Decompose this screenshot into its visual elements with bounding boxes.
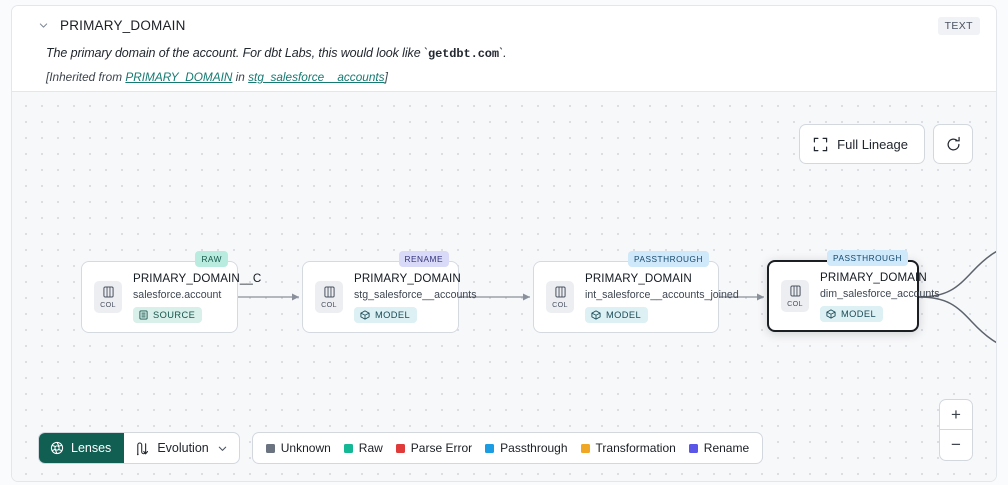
column-icon: COL: [94, 281, 122, 313]
node-title-3: PRIMARY_DOMAIN: [820, 270, 927, 284]
node-subtitle-1: stg_salesforce__accounts: [354, 288, 477, 301]
lens-icon: [50, 441, 64, 455]
node-title-1: PRIMARY_DOMAIN: [354, 271, 461, 285]
evolution-icon: [137, 441, 149, 455]
legend-item-unknown: Unknown: [265, 441, 331, 455]
lineage-edges: [238, 250, 996, 344]
legend-label-parse-error: Parse Error: [410, 441, 473, 455]
node-tag-3: PASSTHROUGH: [827, 250, 908, 266]
inherited-from-note: [Inherited from PRIMARY_DOMAIN in stg_sa…: [28, 61, 980, 84]
legend-item-passthrough: Passthrough: [485, 441, 568, 455]
edge-out-lower: [918, 296, 996, 344]
canvas-controls: Full Lineage: [799, 124, 973, 164]
lineage-canvas[interactable]: RAW COL PRIMARY_DOMAIN__C salesforce.acc…: [12, 91, 996, 481]
legend-label-unknown: Unknown: [280, 441, 331, 455]
expand-icon: [813, 137, 828, 151]
inherited-column-link[interactable]: PRIMARY_DOMAIN: [125, 70, 233, 84]
refresh-icon: [947, 136, 960, 150]
legend-swatch-passthrough: [485, 443, 495, 453]
node-kind-chip-0: SOURCE: [133, 306, 203, 323]
model-icon: [360, 309, 370, 320]
edge-out-upper: [918, 250, 996, 298]
legend-label-transformation: Transformation: [595, 441, 676, 455]
page-title: PRIMARY_DOMAIN: [60, 17, 186, 33]
node-kind-chip-1: MODEL: [354, 306, 418, 323]
inherited-model-link[interactable]: stg_salesforce__accounts: [248, 70, 385, 84]
node-title-0: PRIMARY_DOMAIN__C: [133, 271, 262, 285]
node-kind-chip-2: MODEL: [585, 306, 649, 323]
legend-label-passthrough: Passthrough: [500, 441, 568, 455]
lineage-node-2[interactable]: PASSTHROUGH COL PRIMARY_DOMAIN int_sales…: [533, 251, 739, 333]
column-icon: COL: [546, 281, 574, 313]
zoom-in-button[interactable]: +: [940, 400, 972, 430]
legend-swatch-unknown: [265, 443, 275, 453]
node-kind-label-3: MODEL: [841, 308, 877, 319]
legend-swatch-rename: [688, 443, 698, 453]
node-kind-label-2: MODEL: [606, 309, 642, 320]
legend-item-parse-error: Parse Error: [395, 441, 473, 455]
chevron-down-icon[interactable]: [34, 16, 52, 34]
legend-label-rename: Rename: [703, 441, 750, 455]
node-kind-label-1: MODEL: [375, 309, 411, 320]
legend-item-rename: Rename: [688, 441, 750, 455]
node-tag-1: RENAME: [398, 251, 449, 267]
column-chip-label: COL: [787, 298, 803, 308]
evolution-label: Evolution: [157, 441, 209, 455]
node-title-2: PRIMARY_DOMAIN: [585, 271, 692, 285]
lenses-button[interactable]: Lenses: [39, 433, 125, 463]
model-icon: [591, 309, 601, 320]
chevron-down-icon: [218, 446, 226, 451]
column-chip-label: COL: [321, 299, 337, 309]
node-subtitle-3: dim_salesforce_accounts: [820, 287, 940, 300]
node-tag-2: PASSTHROUGH: [628, 251, 709, 267]
model-icon: [826, 308, 836, 319]
legend-item-transformation: Transformation: [580, 441, 676, 455]
node-subtitle-2: int_salesforce__accounts_joined: [585, 288, 739, 301]
node-kind-label-0: SOURCE: [153, 309, 196, 320]
header-title-row: PRIMARY_DOMAIN: [28, 6, 980, 39]
inherited-open: [Inherited from: [46, 70, 126, 84]
full-lineage-label: Full Lineage: [837, 136, 908, 152]
lineage-node-0[interactable]: RAW COL PRIMARY_DOMAIN__C salesforce.acc…: [81, 251, 261, 333]
full-lineage-button[interactable]: Full Lineage: [799, 124, 925, 164]
column-detail-card: PRIMARY_DOMAIN TEXT The primary domain o…: [11, 5, 997, 482]
node-subtitle-0: salesforce.account: [133, 288, 222, 301]
lineage-legend: Unknown Raw Parse Error Passthrough Tran…: [251, 432, 764, 464]
column-chip-label: COL: [100, 299, 116, 309]
column-description: The primary domain of the account. For d…: [28, 39, 980, 61]
bottom-toolbar: Lenses Evolution Unknown Raw: [38, 432, 764, 464]
column-icon: COL: [781, 280, 809, 312]
column-chip-label: COL: [552, 299, 568, 309]
description-prefix: The primary domain of the account. For d…: [46, 46, 428, 60]
inherited-close: ]: [384, 70, 388, 84]
legend-swatch-raw: [343, 443, 353, 453]
refresh-button[interactable]: [933, 124, 973, 164]
evolution-dropdown[interactable]: Evolution: [124, 433, 238, 463]
node-tag-0: RAW: [195, 251, 228, 267]
source-icon: [139, 310, 148, 319]
zoom-controls: + −: [939, 399, 973, 461]
zoom-out-button[interactable]: −: [951, 435, 961, 454]
legend-label-raw: Raw: [358, 441, 383, 455]
column-icon: COL: [315, 281, 343, 313]
card-header: PRIMARY_DOMAIN TEXT The primary domain o…: [12, 6, 996, 90]
lineage-node-3[interactable]: PASSTHROUGH COL PRIMARY_DOMAIN dim_sales…: [767, 250, 940, 332]
node-kind-chip-3: MODEL: [820, 305, 884, 322]
legend-item-raw: Raw: [343, 441, 383, 455]
lineage-node-1[interactable]: RENAME COL PRIMARY_DOMAIN stg_salesforce…: [302, 251, 477, 333]
description-suffix: `.: [499, 46, 507, 60]
description-code: getdbt.com: [427, 47, 499, 61]
legend-swatch-transformation: [580, 443, 590, 453]
lenses-evolution-group: Lenses Evolution: [38, 432, 240, 464]
legend-swatch-parse-error: [395, 443, 405, 453]
type-badge: TEXT: [937, 17, 980, 35]
inherited-in: in: [232, 70, 249, 84]
lenses-label: Lenses: [71, 441, 112, 455]
